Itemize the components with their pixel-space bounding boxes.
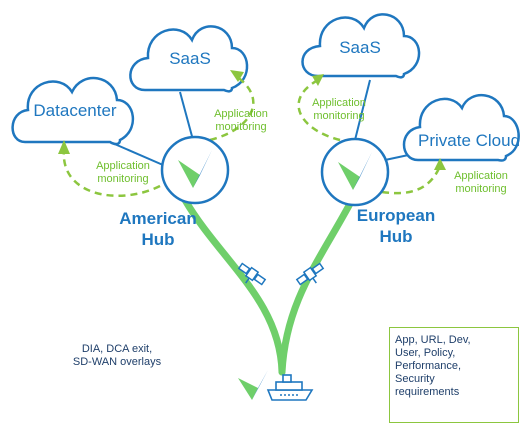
monitoring-label-datacenter: Application monitoring xyxy=(88,160,158,186)
services-line: DIA, DCA exit, xyxy=(81,343,153,355)
hub-label-line: European xyxy=(356,206,436,225)
monitoring-line: Application xyxy=(214,108,268,120)
arrow-saas-left xyxy=(230,70,244,82)
monitor-loop-datacenter xyxy=(62,149,161,198)
hub-logo-icon xyxy=(338,152,372,190)
monitoring-line: monitoring xyxy=(455,183,507,195)
hub-label-line: American xyxy=(119,209,197,228)
monitoring-line: monitoring xyxy=(97,173,149,185)
arrowheads xyxy=(58,70,446,170)
hub-logo-icon xyxy=(238,370,268,400)
arrow-datacenter xyxy=(58,140,70,154)
monitoring-line: Application xyxy=(454,170,508,182)
monitoring-line: monitoring xyxy=(215,121,267,133)
ship-icon xyxy=(266,374,314,401)
hub-label-european: European Hub xyxy=(346,205,446,247)
monitoring-label-saas-right: Application monitoring xyxy=(304,97,374,123)
monitoring-loops xyxy=(62,74,442,198)
connector-american-datacenter xyxy=(109,141,164,166)
requirement-line: requirements xyxy=(395,386,460,398)
american-hub-node xyxy=(160,135,230,205)
hub-label-line: Hub xyxy=(379,227,413,246)
hub-logo-icon xyxy=(178,150,212,188)
european-hub-node xyxy=(320,137,390,207)
services-text: DIA, DCA exit, SD-WAN overlays xyxy=(62,343,172,369)
requirement-line: Performance, xyxy=(395,360,462,372)
monitoring-label-private: Application monitoring xyxy=(446,170,516,196)
link-european-hub xyxy=(278,196,356,376)
connector-european-saas xyxy=(354,79,371,141)
monitor-loop-saas-left xyxy=(209,74,255,142)
monitoring-line: Application xyxy=(96,160,150,172)
cloud-label-saas-left: SaaS xyxy=(169,49,211,68)
satellite-icon xyxy=(237,262,267,286)
requirement-line: User, Policy, xyxy=(395,347,456,359)
hub-label-american: American Hub xyxy=(108,208,208,250)
monitoring-line: monitoring xyxy=(313,110,365,122)
cloud-icon xyxy=(301,13,421,79)
monitoring-label-saas-left: Application monitoring xyxy=(206,108,276,134)
cloud-label-private: Private Cloud xyxy=(418,131,521,150)
cloud-icon xyxy=(11,76,135,146)
arrow-saas-right xyxy=(312,74,324,86)
requirement-line: App, URL, Dev, xyxy=(395,334,471,346)
cloud-label-datacenter: Datacenter xyxy=(33,101,117,120)
monitor-loop-saas-right xyxy=(297,78,341,142)
monitor-loop-private xyxy=(381,165,442,195)
hub-label-line: Hub xyxy=(141,230,175,249)
satellite-icon xyxy=(295,262,325,286)
arrow-private xyxy=(434,158,446,170)
requirement-line: Security xyxy=(395,373,435,385)
cloud-label-saas-right: SaaS xyxy=(339,38,381,57)
cloud-icon xyxy=(129,25,249,93)
cloud-icon xyxy=(402,93,520,162)
monitoring-line: Application xyxy=(312,97,366,109)
requirements-box: App, URL, Dev, User, Policy, Performance… xyxy=(389,327,519,423)
connector-american-saas xyxy=(179,91,194,141)
services-line: SD-WAN overlays xyxy=(72,356,162,368)
